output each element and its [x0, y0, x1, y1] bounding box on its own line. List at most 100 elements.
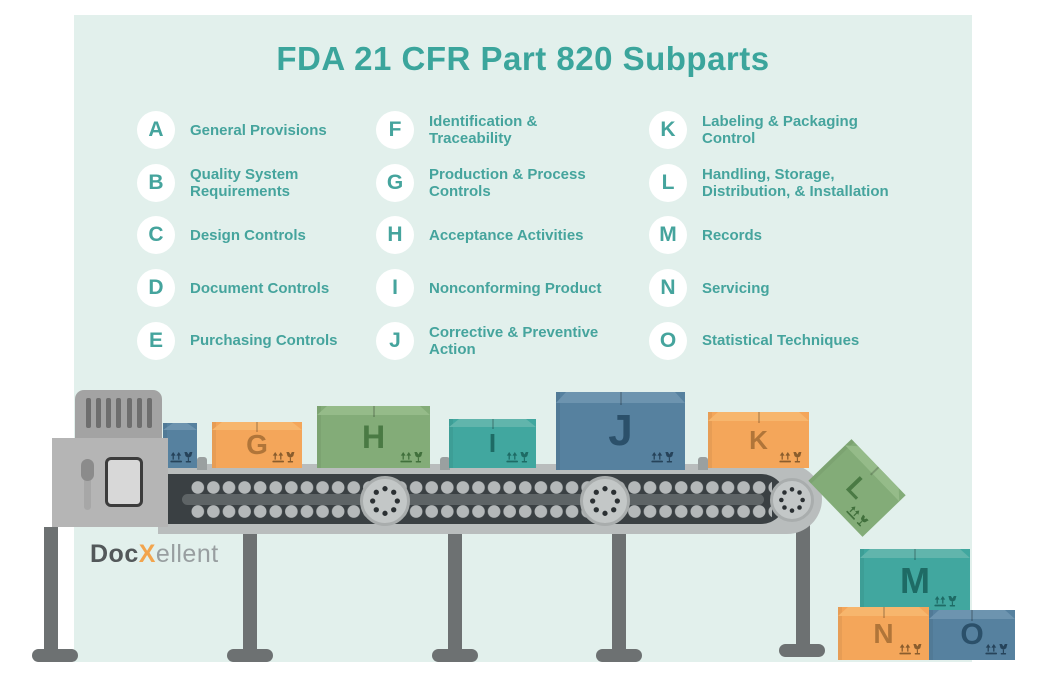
page-title: FDA 21 CFR Part 820 Subparts — [276, 40, 770, 77]
subpart-label: Nonconforming Product — [429, 279, 602, 297]
letter-badge-l: L — [649, 163, 687, 202]
subpart-label: Acceptance Activities — [429, 226, 584, 244]
list-item-a: A General Provisions — [137, 104, 338, 157]
letter-badge-c: C — [137, 216, 175, 255]
belt-leg-foot — [227, 649, 273, 662]
letter-badge-n: N — [649, 269, 687, 308]
shipping-marks-icon — [651, 452, 675, 464]
machine-leg — [44, 527, 58, 655]
list-item-d: D Document Controls — [137, 262, 338, 315]
subpart-label: Purchasing Controls — [190, 332, 338, 350]
box-seam — [619, 392, 622, 405]
machine-vents — [86, 398, 152, 428]
box-l: L — [808, 439, 906, 537]
list-item-m: M Records — [649, 209, 889, 262]
list-item-i: I Nonconforming Product — [376, 262, 602, 315]
docxellent-logo: DocXellent — [90, 540, 219, 569]
box-j: J — [556, 392, 685, 470]
box-l-falling: L — [808, 439, 906, 537]
letter-badge-f: F — [376, 111, 414, 150]
letter-badge-e: E — [137, 321, 175, 360]
box-i: I — [449, 419, 536, 468]
box-h: H — [317, 406, 430, 468]
subpart-label: Servicing — [702, 279, 770, 297]
belt-leg-foot — [596, 649, 642, 662]
letter-badge-d: D — [137, 269, 175, 308]
letter-badge-a: A — [137, 111, 175, 150]
machine-leg-foot — [32, 649, 78, 662]
logo-x-mark: X — [138, 540, 156, 568]
box-g: G — [212, 422, 302, 468]
box-k: K — [708, 412, 809, 468]
letter-badge-i: I — [376, 269, 414, 308]
belt-cleat — [698, 457, 708, 470]
box-flap — [317, 406, 430, 415]
box-flap — [556, 392, 685, 403]
shipping-marks-icon — [779, 452, 803, 464]
box-m: M — [860, 549, 970, 612]
box-n: N — [838, 607, 929, 660]
box-letter: N — [873, 617, 894, 649]
shipping-marks-icon — [899, 644, 923, 656]
subpart-label: Document Controls — [190, 279, 330, 297]
box-partial — [163, 423, 197, 468]
box-seam — [914, 549, 916, 560]
belt-leg-foot — [432, 649, 478, 662]
subparts-column-2: F Identification &Traceability G Product… — [376, 104, 602, 367]
list-item-h: H Acceptance Activities — [376, 209, 602, 262]
letter-badge-h: H — [376, 216, 414, 255]
letter-badge-o: O — [649, 321, 687, 360]
shipping-marks-icon — [400, 452, 424, 464]
shipping-marks-icon — [985, 644, 1009, 656]
belt-leg — [243, 530, 257, 655]
machine-lever-head — [81, 459, 94, 481]
letter-badge-b: B — [137, 163, 175, 202]
subpart-label: Statistical Techniques — [702, 332, 860, 350]
belt-leg — [612, 530, 626, 655]
belt-end-leg-foot — [779, 644, 825, 657]
box-seam — [491, 419, 494, 429]
belt-wheel-hub — [580, 476, 630, 526]
belt-roller-dots — [190, 505, 772, 518]
box-letter: J — [608, 406, 633, 455]
shipping-marks-icon — [934, 596, 958, 608]
shipping-marks-icon — [506, 452, 530, 464]
belt-end-wheel-hub — [770, 478, 814, 522]
subpart-label: General Provisions — [190, 121, 327, 139]
subpart-label: Design Controls — [190, 226, 306, 244]
letter-badge-g: G — [376, 163, 414, 202]
list-item-f: F Identification &Traceability — [376, 104, 602, 157]
list-item-e: E Purchasing Controls — [137, 314, 338, 367]
belt-leg — [448, 530, 462, 655]
box-seam — [882, 607, 885, 618]
box-letter: M — [900, 559, 930, 601]
belt-roller-dots — [190, 481, 772, 494]
box-flap — [708, 412, 809, 421]
subpart-label: Handling, Storage,Distribution, & Instal… — [702, 165, 889, 200]
box-letter: H — [361, 418, 386, 455]
box-o: O — [929, 610, 1015, 660]
shipping-marks-icon — [170, 452, 194, 464]
belt-cleat — [197, 457, 207, 470]
logo-text-doc: Doc — [90, 540, 139, 568]
machine-screen — [105, 457, 143, 507]
box-flap — [929, 610, 1015, 619]
box-flap — [860, 549, 970, 558]
list-item-n: N Servicing — [649, 262, 889, 315]
box-letter: I — [488, 428, 497, 458]
list-item-l: L Handling, Storage,Distribution, & Inst… — [649, 157, 889, 210]
subpart-label: Identification &Traceability — [429, 113, 538, 148]
mint-background-panel — [74, 15, 972, 662]
machine-lever — [84, 472, 91, 510]
box-seam — [256, 422, 258, 432]
box-letter: G — [246, 429, 268, 460]
belt-cleat — [440, 457, 450, 470]
box-flap — [212, 422, 302, 430]
